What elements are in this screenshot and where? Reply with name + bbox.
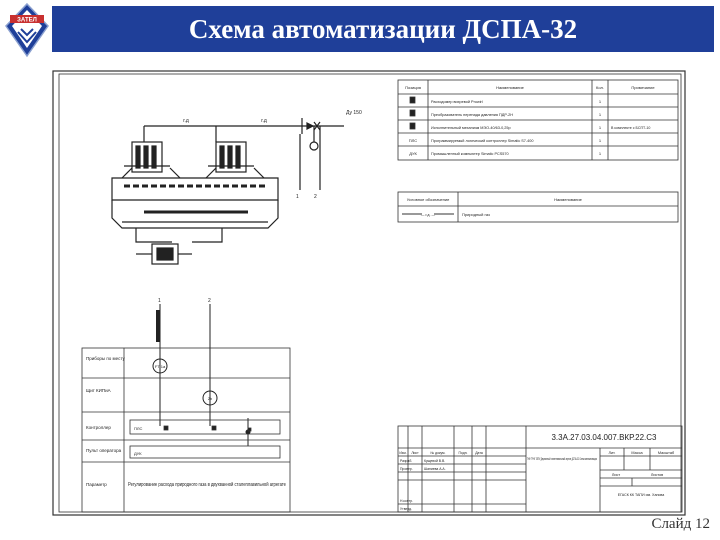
title-block-col: Лист: [411, 451, 419, 455]
spec-qty: 1: [599, 112, 602, 117]
spec-pos: ПЛС: [409, 138, 418, 143]
gas-label-2: г.д: [261, 118, 267, 124]
controller-tag: ПЛС: [134, 426, 143, 431]
title-block-org: ЕГАСК КК ТАПИ им. Ханова: [618, 493, 665, 497]
legend-symbol: — г.д. —: [421, 213, 436, 217]
spec-header-name: Наименование: [496, 85, 525, 90]
header: ЗАТЕЛ Схема автоматизации ДСПА-32: [0, 0, 720, 58]
automation-drawing: г.д г.д Ду 150 1 2 1 2 FT 1a 2b Приборы …: [52, 70, 686, 516]
spec-qty: 1: [599, 151, 602, 156]
spec-note: В комплекте с БСПТ-10: [611, 126, 650, 130]
dn-label: Ду 150: [346, 110, 362, 116]
row-label-field: Приборы по месту: [86, 356, 125, 361]
title-block-col: Изм.: [399, 451, 406, 455]
spec-name: Исполнительный механизм МЭО-40/63-0,25р: [431, 126, 511, 130]
row-label-panel: Щит КИПиА: [86, 388, 111, 393]
legend-header-symbol: Условное обозначение: [407, 197, 450, 202]
pos-label-2b: 2: [208, 298, 211, 304]
title-block-col: № докум.: [431, 451, 446, 455]
title-bar: [52, 6, 714, 52]
title-block-lit: Лит.: [609, 451, 616, 455]
row-label-controller: Контроллер: [86, 425, 111, 430]
title-block-desc: ТНФ ТРНГ ЗЕПУ Двухванный сталеплавильный…: [527, 457, 597, 461]
title-block-role: Н.контр.: [400, 499, 413, 503]
spec-qty: 1: [599, 99, 602, 104]
logo-text: ЗАТЕЛ: [17, 18, 37, 24]
spec-header-pos: Позиция: [405, 85, 421, 90]
title-block-scale: Масштаб: [658, 451, 675, 455]
title-block-mass: Масса: [631, 451, 643, 455]
spec-name: Промышленный компьютер Simatic PCS570: [431, 152, 509, 156]
title-block-name: Шапиева А.А.: [424, 467, 446, 471]
spec-pos: ДУК: [409, 151, 417, 156]
legend-name: Природный газ: [462, 212, 490, 217]
spec-header-note: Примечание: [631, 85, 655, 90]
legend-table: [397, 191, 679, 223]
title-block-role: Провер.: [400, 467, 413, 471]
pos-label-1b: 1: [158, 298, 161, 304]
instrument-1-label: FT 1a: [155, 364, 166, 369]
spec-table: [397, 79, 679, 161]
spec-name: Преобразователь перепада давления ПДР-2Н: [431, 113, 513, 117]
furnace-schematic: [111, 118, 344, 265]
spec-name: Расходомер вихревой Prowirl: [431, 100, 483, 104]
gas-label-1: г.д: [183, 118, 189, 124]
spec-qty: 1: [599, 125, 602, 130]
title-block: [397, 425, 683, 513]
logo: ЗАТЕЛ: [5, 2, 49, 58]
pos-label-2: 2: [314, 194, 317, 200]
operator-tag: ДУК: [134, 451, 142, 456]
location-table: [81, 347, 291, 513]
instrument-2-label: 2b: [208, 396, 213, 401]
spec-header-qty: Кол.: [596, 85, 604, 90]
slide-number: Слайд 12: [651, 516, 710, 532]
pos-label-1: 1: [296, 194, 299, 200]
title-block-code: 3.3А.27.03.04.007.ВКР.22.С3: [551, 433, 657, 442]
instrument-lines: [152, 304, 251, 446]
title-block-col: Дата: [475, 451, 483, 455]
title-block-sheets: Листов: [651, 473, 663, 477]
row-label-parameter: Параметр: [86, 482, 107, 487]
row-label-operator: Пульт оператора: [86, 448, 122, 453]
title-block-name: Кущевой В.В.: [424, 459, 445, 463]
spec-name: Программируемый логический контроллер Si…: [431, 139, 534, 143]
title-block-col: Подп.: [458, 451, 467, 455]
spec-qty: 1: [599, 138, 602, 143]
title-block-role: Разраб.: [400, 459, 412, 463]
legend-header-name: Наименование: [554, 197, 583, 202]
title-block-sheet: Лист: [612, 473, 621, 477]
parameter-text: Регулирование расхода природного газа в …: [128, 481, 286, 488]
title-block-role: Утверд.: [400, 507, 412, 511]
page-title: Схема автоматизации ДСПА-32: [188, 14, 578, 44]
